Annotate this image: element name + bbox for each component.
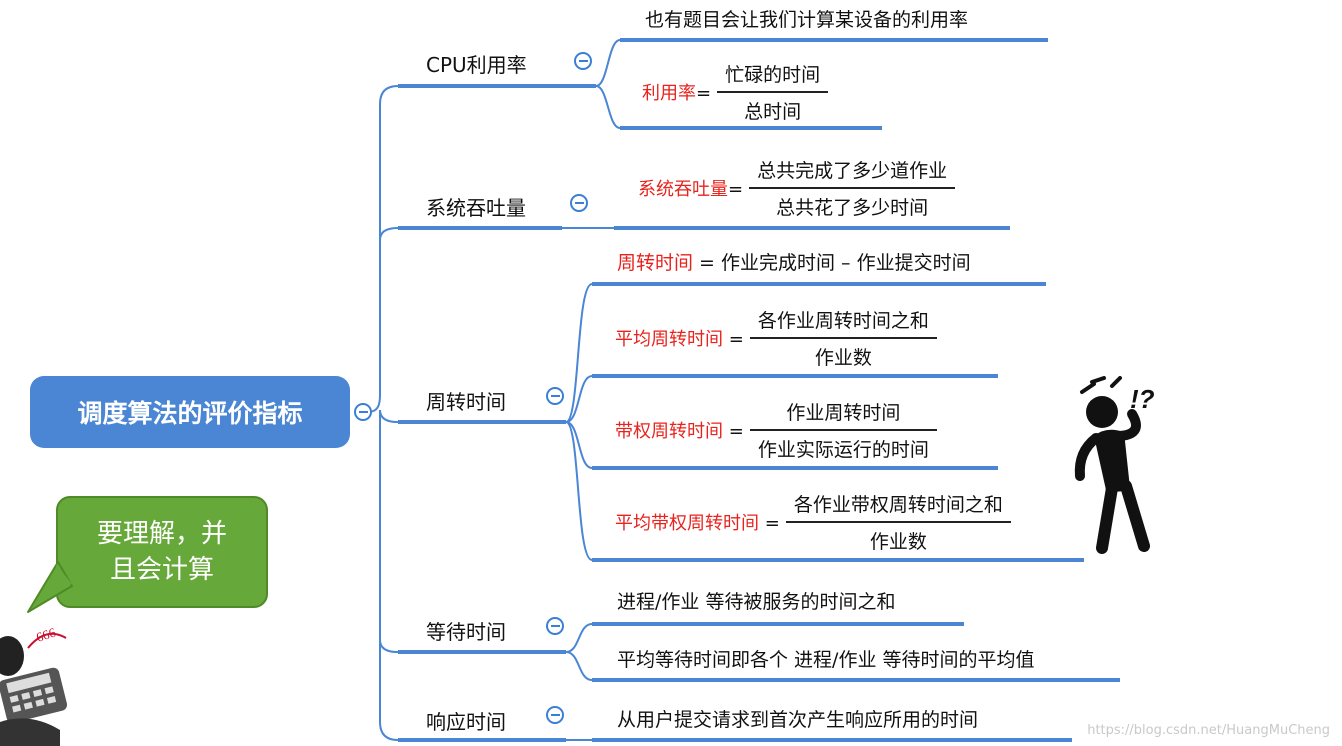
calculator-person-icon: 666. bbox=[0, 624, 68, 746]
bubble-tail-icon bbox=[27, 561, 73, 613]
response-item: 从用户提交请求到首次产生响应所用的时间 bbox=[617, 709, 979, 731]
svg-text:666.: 666. bbox=[34, 624, 60, 645]
turnaround-def-rest: = 作业完成时间 – 作业提交时间 bbox=[693, 252, 971, 274]
avg-weighted-turnaround-label: 平均带权周转时间 bbox=[615, 512, 759, 534]
branch-cpu-underline bbox=[398, 84, 596, 88]
branch-response-underline bbox=[398, 738, 566, 742]
avg-turnaround-eq: = bbox=[723, 328, 744, 350]
avg-weighted-turnaround-formula: 平均带权周转时间 = 各作业带权周转时间之和 作业数 bbox=[615, 490, 1011, 554]
cpu-note: 也有题目会让我们计算某设备的利用率 bbox=[645, 9, 969, 31]
cpu-formula-eq: = bbox=[696, 82, 712, 104]
fraction-bar bbox=[749, 337, 937, 339]
weighted-turnaround-label: 带权周转时间 bbox=[615, 420, 723, 442]
speech-bubble: 要理解，并 且会计算 bbox=[56, 496, 268, 608]
branch-response-label: 响应时间 bbox=[426, 710, 506, 734]
throughput-formula-underline bbox=[614, 226, 1010, 230]
avg-turnaround-underline bbox=[592, 374, 998, 378]
throughput-formula: 系统吞吐量= 总共完成了多少道作业 总共花了多少时间 bbox=[638, 156, 956, 220]
collapse-response-icon[interactable] bbox=[546, 706, 564, 724]
confused-person-icon: !? bbox=[1074, 376, 1155, 554]
weighted-turnaround-denominator: 作业实际运行的时间 bbox=[757, 438, 929, 461]
avg-weighted-turnaround-underline bbox=[592, 558, 1084, 562]
fraction-bar bbox=[749, 429, 937, 431]
weighted-turnaround-numerator: 作业周转时间 bbox=[786, 402, 901, 424]
fraction-bar bbox=[717, 91, 829, 93]
throughput-denominator: 总共花了多少时间 bbox=[776, 196, 929, 219]
bubble-line-2: 且会计算 bbox=[109, 555, 214, 585]
cpu-formula-label: 利用率 bbox=[642, 82, 696, 104]
branch-throughput-label: 系统吞吐量 bbox=[426, 196, 526, 220]
branch-throughput-underline bbox=[398, 226, 562, 230]
waiting-item-avg-underline bbox=[592, 678, 1120, 682]
cpu-denominator: 总时间 bbox=[744, 100, 802, 123]
cpu-numerator: 忙碌的时间 bbox=[725, 64, 821, 86]
branch-cpu-label: CPU利用率 bbox=[426, 53, 527, 77]
avg-weighted-turnaround-denominator: 作业数 bbox=[869, 530, 927, 553]
avg-weighted-turnaround-fraction: 各作业带权周转时间之和 作业数 bbox=[785, 490, 1011, 554]
fraction-bar bbox=[749, 187, 956, 189]
avg-weighted-turnaround-eq: = bbox=[759, 512, 780, 534]
turnaround-definition: 周转时间 = 作业完成时间 – 作业提交时间 bbox=[617, 248, 971, 275]
waiting-item-sum-underline bbox=[592, 622, 964, 626]
cpu-fraction: 忙碌的时间 总时间 bbox=[717, 60, 829, 124]
throughput-fraction: 总共完成了多少道作业 总共花了多少时间 bbox=[749, 156, 956, 220]
cpu-formula-underline bbox=[620, 126, 882, 130]
turnaround-def-underline bbox=[592, 282, 1046, 286]
weighted-turnaround-underline bbox=[592, 466, 998, 470]
bubble-line-1: 要理解，并 bbox=[96, 519, 227, 549]
response-item-underline bbox=[592, 738, 1072, 742]
turnaround-def-label: 周转时间 bbox=[617, 252, 694, 274]
waiting-item-sum: 进程/作业 等待被服务的时间之和 bbox=[617, 591, 896, 613]
branch-turnaround-label: 周转时间 bbox=[426, 390, 506, 414]
watermark: https://blog.csdn.net/HuangMuCheng bbox=[1087, 723, 1330, 738]
weighted-turnaround-eq: = bbox=[723, 420, 744, 442]
avg-turnaround-formula: 平均周转时间 = 各作业周转时间之和 作业数 bbox=[615, 306, 937, 370]
avg-weighted-turnaround-numerator: 各作业带权周转时间之和 bbox=[793, 494, 1003, 516]
weighted-turnaround-formula: 带权周转时间 = 作业周转时间 作业实际运行的时间 bbox=[615, 398, 937, 462]
cpu-formula: 利用率= 忙碌的时间 总时间 bbox=[642, 60, 829, 124]
branch-turnaround-underline bbox=[398, 420, 566, 424]
avg-turnaround-label: 平均周转时间 bbox=[615, 328, 723, 350]
branch-waiting-label: 等待时间 bbox=[426, 620, 506, 644]
avg-turnaround-numerator: 各作业周转时间之和 bbox=[757, 310, 929, 332]
exclaim-text: !? bbox=[1130, 384, 1155, 414]
avg-turnaround-denominator: 作业数 bbox=[814, 346, 872, 369]
branch-waiting-underline bbox=[398, 650, 566, 654]
root-node[interactable]: 调度算法的评价指标 bbox=[30, 376, 350, 448]
fraction-bar bbox=[785, 521, 1011, 523]
root-title: 调度算法的评价指标 bbox=[77, 399, 303, 428]
avg-turnaround-fraction: 各作业周转时间之和 作业数 bbox=[749, 306, 937, 370]
collapse-root-icon[interactable] bbox=[354, 403, 372, 421]
waiting-item-avg: 平均等待时间即各个 进程/作业 等待时间的平均值 bbox=[617, 649, 1035, 671]
throughput-formula-label: 系统吞吐量 bbox=[638, 178, 728, 200]
throughput-formula-eq: = bbox=[728, 178, 744, 200]
collapse-turnaround-icon[interactable] bbox=[546, 387, 564, 405]
collapse-cpu-icon[interactable] bbox=[574, 52, 592, 70]
throughput-numerator: 总共完成了多少道作业 bbox=[757, 160, 948, 182]
cpu-note-underline bbox=[620, 38, 1048, 42]
collapse-throughput-icon[interactable] bbox=[570, 194, 588, 212]
collapse-waiting-icon[interactable] bbox=[546, 617, 564, 635]
weighted-turnaround-fraction: 作业周转时间 作业实际运行的时间 bbox=[749, 398, 937, 462]
